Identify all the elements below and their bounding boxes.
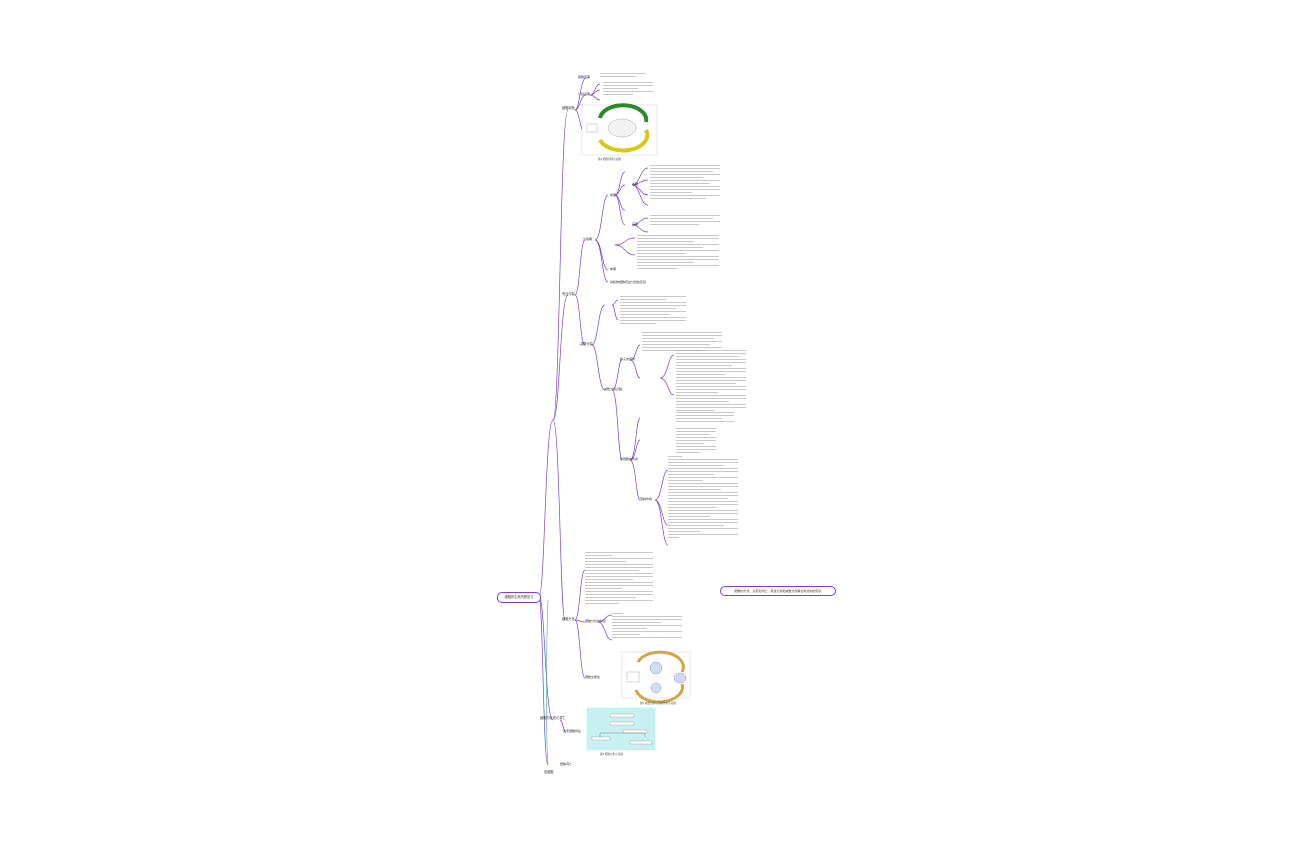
sub-cell-cycle[interactable]: 细胞周期 xyxy=(578,75,591,79)
connector-root-bottom xyxy=(538,595,549,766)
branch-meiosis[interactable]: 减数分裂 xyxy=(580,342,593,346)
text-block-differentiation xyxy=(585,552,653,606)
branch-differentiation[interactable]: 细胞分化 xyxy=(562,617,575,621)
sub-meiosis-process[interactable]: 减数分裂过程 xyxy=(604,387,623,391)
text-block-sperm-detail xyxy=(676,350,746,413)
differentiation-figure xyxy=(586,707,656,751)
connector-root-lower xyxy=(538,595,554,721)
sub-aging-features[interactable]: 衰老细胞特征 xyxy=(563,729,582,733)
text-block-anaphase xyxy=(650,215,720,227)
branch-mitosis[interactable]: 有丝分裂 xyxy=(562,292,575,296)
text-block-cycle xyxy=(600,73,645,79)
cell-cycle-figure xyxy=(581,103,658,156)
text-block-egg-detail xyxy=(676,428,716,455)
caption-figure-1: 图1 细胞周期示意图 xyxy=(598,158,621,161)
sub-telophase[interactable]: 末期 xyxy=(610,267,617,271)
text-block-prophase xyxy=(650,165,720,201)
note-node[interactable]: 细胞的分化、衰老和凋亡，有丝分裂和减数分裂等生命活动的知识 xyxy=(720,586,836,596)
text-block-meiosis-1 xyxy=(620,296,686,326)
caption-figure-3: 图3 细胞分化示意图 xyxy=(600,753,623,756)
sub-sperm-formation[interactable]: 精子的形成 xyxy=(620,357,636,361)
branch-aging[interactable]: 细胞的衰老与凋亡 xyxy=(540,716,566,720)
sub-interphase[interactable]: 分裂间期 xyxy=(578,92,591,96)
text-block-interphase xyxy=(603,82,653,97)
text-block-telophase xyxy=(637,235,719,271)
text-block-fertilization xyxy=(668,456,738,540)
meiosis-figure xyxy=(621,650,691,704)
sub-egg-formation[interactable]: 卵细胞的形成 xyxy=(620,457,639,461)
sub-plant-animal-diff[interactable]: 动植物细胞有丝分裂的区别 xyxy=(610,280,647,284)
text-block-sperm xyxy=(642,332,722,353)
root-node[interactable]: 细胞的生命历程复习 xyxy=(497,592,541,603)
connector-root xyxy=(538,419,554,597)
text-block-totipotency xyxy=(612,613,682,640)
sub-diff-features[interactable]: 细胞分化的特点 xyxy=(585,619,607,623)
caption-figure-2: 图2 减数分裂与受精作用示意图 xyxy=(640,702,676,705)
branch-cell-proliferation[interactable]: 细胞增殖 xyxy=(562,106,575,110)
sub-anaphase[interactable]: 后期 xyxy=(632,222,639,226)
sub-prophase[interactable]: 前期 xyxy=(610,193,617,197)
branch-cancer[interactable]: 癌细胞 xyxy=(544,770,554,774)
sub-mitotic-phase[interactable]: 分裂期 xyxy=(583,237,593,241)
sub-fertilization[interactable]: 受精作用 xyxy=(640,497,653,501)
sub-apoptosis[interactable]: 细胞凋亡 xyxy=(560,762,573,766)
sub-totipotency[interactable]: 细胞全能性 xyxy=(585,675,601,679)
text-block-egg xyxy=(676,412,734,424)
sub-metaphase[interactable]: 中期 xyxy=(632,182,639,186)
